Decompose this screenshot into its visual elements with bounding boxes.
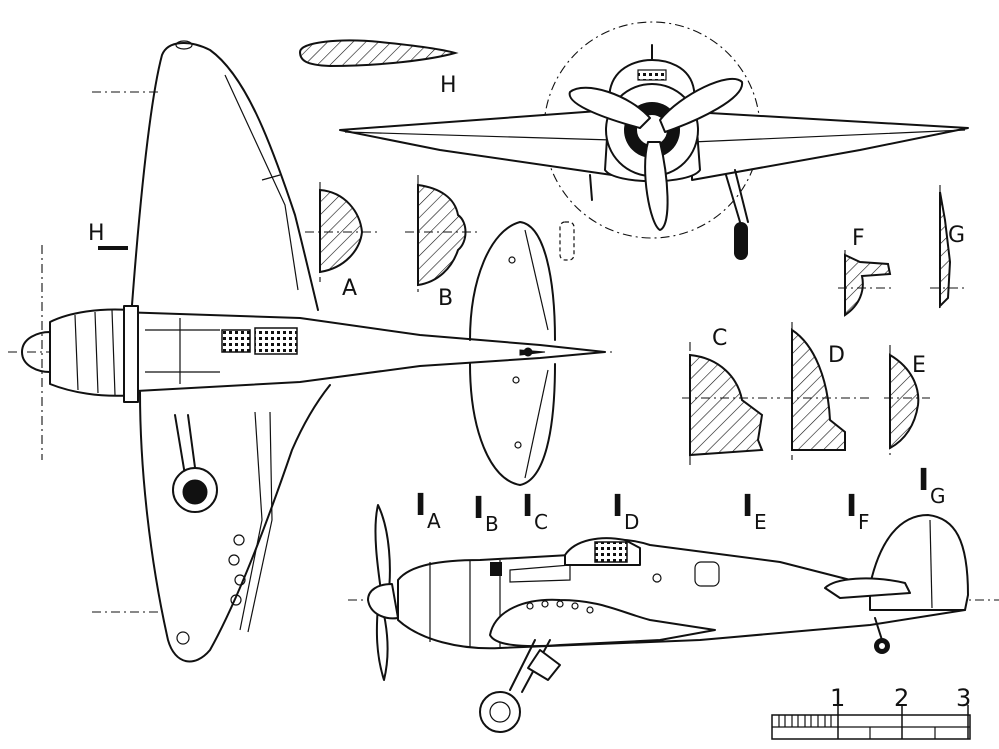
svg-text:F: F	[852, 226, 865, 251]
svg-text:A: A	[342, 276, 357, 301]
section-g: G	[930, 185, 965, 312]
svg-text:E: E	[912, 353, 926, 378]
svg-text:D: D	[828, 343, 845, 368]
scale-tick-1: 1	[830, 684, 845, 712]
svg-text:I: I	[473, 491, 484, 526]
upper-wing	[131, 42, 319, 311]
front-view	[339, 21, 969, 260]
svg-text:F: F	[858, 510, 870, 534]
tailplane	[469, 221, 556, 341]
svg-text:I: I	[612, 489, 623, 524]
section-d: D	[784, 322, 870, 460]
svg-text:C: C	[534, 510, 548, 534]
svg-text:A: A	[427, 509, 441, 533]
front-right-wing	[691, 111, 969, 181]
airfoil-profile	[298, 39, 459, 68]
svg-text:G: G	[948, 223, 965, 248]
svg-text:G: G	[930, 484, 946, 508]
svg-text:I: I	[918, 463, 929, 498]
svg-text:E: E	[754, 510, 767, 534]
svg-text:I: I	[742, 489, 753, 524]
airfoil-label: H	[440, 73, 457, 98]
station-markers: I A I B I C I D I E I F I G	[415, 463, 946, 536]
section-f: F	[838, 226, 895, 320]
section-e: E	[884, 345, 930, 455]
section-a: A	[305, 182, 380, 301]
front-left-wing	[339, 109, 613, 176]
lower-wing	[139, 384, 331, 663]
plan-section-marker-h: H	[88, 221, 105, 246]
svg-text:B: B	[485, 512, 499, 536]
svg-text:B: B	[438, 286, 453, 311]
scale-tick-3: 3	[956, 684, 971, 712]
section-c: C	[682, 326, 780, 468]
svg-text:D: D	[624, 510, 639, 534]
scale-bar: 1 2 3	[771, 684, 971, 740]
plan-view: H	[8, 40, 615, 663]
side-view	[348, 504, 999, 733]
airfoil-section: H	[298, 39, 459, 98]
scale-tick-2: 2	[894, 684, 909, 712]
section-b: B	[405, 175, 480, 311]
svg-text:I: I	[522, 489, 533, 524]
svg-text:C: C	[712, 326, 727, 351]
svg-text:I: I	[846, 489, 857, 524]
svg-text:I: I	[415, 488, 426, 523]
plan-cowling	[49, 308, 136, 397]
